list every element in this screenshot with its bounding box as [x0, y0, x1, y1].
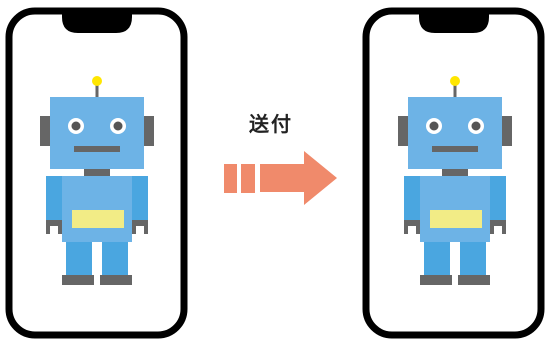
transfer-arrow [224, 151, 337, 205]
receiver-phone [362, 7, 545, 339]
transfer-label: 送付 [249, 112, 293, 136]
sender-phone-notch [62, 9, 132, 33]
sender-phone [5, 7, 188, 339]
receiver-phone-notch [419, 9, 489, 33]
